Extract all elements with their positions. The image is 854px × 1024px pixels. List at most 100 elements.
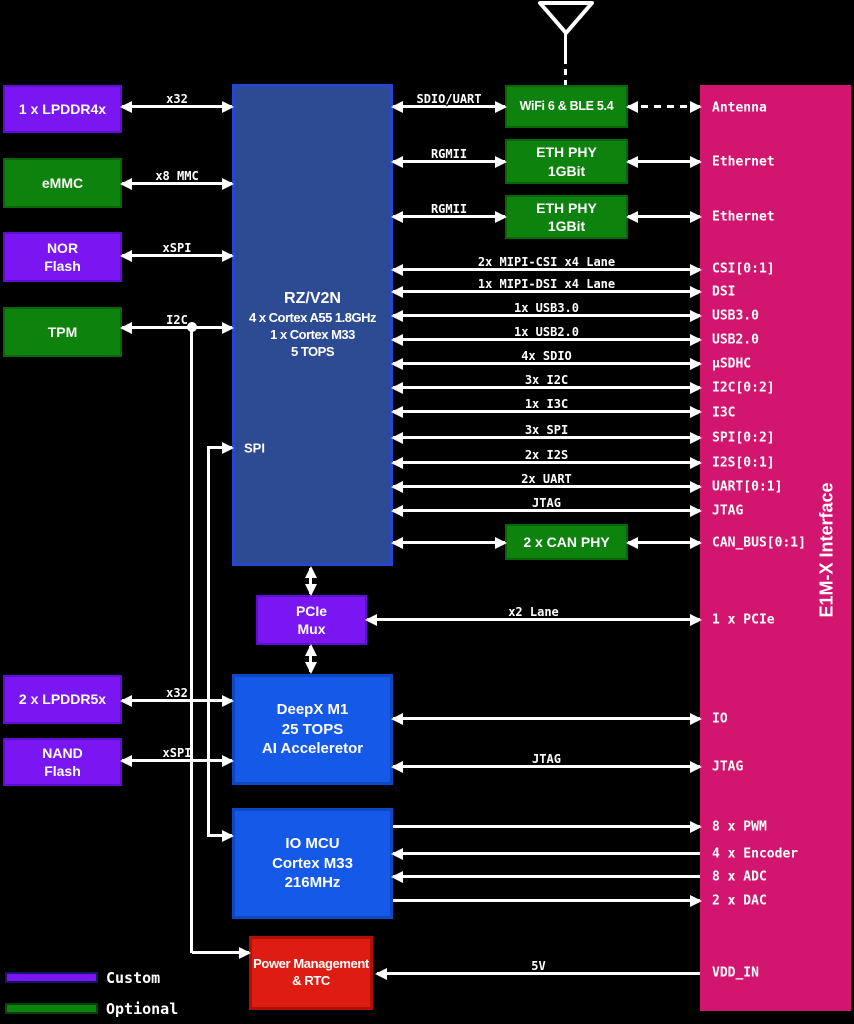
connector-sdio: 4x SDIO xyxy=(391,349,702,370)
e1mx-interface-bar xyxy=(700,85,851,1011)
block-label: 2 x LPDDR5x xyxy=(18,691,107,708)
connector-dac xyxy=(393,894,702,907)
port-pcie: 1 x PCIe xyxy=(712,612,775,628)
connector-label: 1x USB3.0 xyxy=(513,301,580,315)
port-antenna: Antenna xyxy=(712,100,767,116)
connector-label: 2x I2S xyxy=(524,448,569,462)
port-adc: 8 x ADC xyxy=(712,869,767,885)
port-usb2: USB2.0 xyxy=(712,332,759,348)
port-ethernet-2: Ethernet xyxy=(712,209,775,225)
port-i3c: I3C xyxy=(712,405,736,421)
block-label: PCIe xyxy=(295,602,328,619)
port-ethernet-1: Ethernet xyxy=(712,154,775,170)
connector-label: 4x SDIO xyxy=(521,349,572,363)
block-label: eMMC xyxy=(41,174,84,191)
connector-label: x8 MMC xyxy=(155,169,199,183)
connector-label: xSPI xyxy=(162,241,192,255)
connector-lpddr4x-x32: x32 xyxy=(120,92,234,113)
connector-emmc-x8mmc: x8 MMC xyxy=(120,169,234,190)
connector-rgmii-2: RGMII xyxy=(391,202,507,223)
port-spi: SPI[0:2] xyxy=(712,430,775,446)
block-wifi-ble: WiFi 6 & BLE 5.4 xyxy=(505,85,628,128)
connector-label: 3x SPI xyxy=(524,423,569,437)
connector-label: JTAG xyxy=(532,496,561,510)
connector-label: 5V xyxy=(531,959,546,973)
connector-label: JTAG xyxy=(532,752,561,766)
connector-eth2-bar xyxy=(626,210,702,223)
connector-label: x32 xyxy=(166,686,188,700)
connector-5v: 5V xyxy=(375,959,700,980)
port-can-bus: CAN_BUS[0:1] xyxy=(712,535,806,551)
block-label: ETH PHY xyxy=(536,144,597,161)
block-label: Mux xyxy=(297,621,326,637)
connector-spi-iomcu xyxy=(207,829,234,842)
block-label: Cortex M33 xyxy=(272,854,353,872)
connector-mipi-csi: 2x MIPI-CSI x4 Lane xyxy=(391,255,702,276)
block-label: DeepX M1 xyxy=(276,701,349,719)
block-label: 2 x CAN PHY xyxy=(523,533,610,550)
block-tpm: TPM xyxy=(3,307,122,357)
connector-label: 1x I3C xyxy=(524,397,569,411)
legend-optional-swatch xyxy=(5,1003,98,1014)
connector-soc-pciemux xyxy=(304,566,317,596)
port-usb3: USB3.0 xyxy=(712,308,759,324)
connector-soc-canphy xyxy=(391,536,507,549)
block-deepx-ai: DeepX M1 25 TOPS AI Acceleretor xyxy=(232,674,393,785)
port-usdhc: µSDHC xyxy=(712,356,752,372)
block-label: 216MHz xyxy=(284,874,341,892)
port-io: IO xyxy=(712,711,728,727)
block-soc-rzv2n: RZ/V2N 4 x Cortex A55 1.8GHz 1 x Cortex … xyxy=(232,84,393,566)
connector-label: 2x UART xyxy=(521,472,572,486)
block-label: Power Management xyxy=(253,956,369,972)
block-label: ETH PHY xyxy=(536,199,597,216)
block-label: Flash xyxy=(44,258,81,274)
port-i2c: I2C[0:2] xyxy=(712,380,775,396)
connector-tpm-i2c: I2C xyxy=(120,313,234,334)
connector-label: 1x MIPI-DSI x4 Lane xyxy=(477,277,616,291)
connector-label: 1x USB2.0 xyxy=(513,325,580,339)
connector-wifi-antenna xyxy=(626,100,702,113)
connector-label: RGMII xyxy=(430,147,468,161)
block-power-mgmt: Power Management & RTC xyxy=(249,936,373,1010)
connector-spi-soc xyxy=(207,441,234,454)
connector-uart: 2x UART xyxy=(391,472,702,493)
port-csi: CSI[0:1] xyxy=(712,261,775,277)
connector-pcie-x2lane: x2 Lane xyxy=(365,605,702,626)
connector-i3c: 1x I3C xyxy=(391,397,702,418)
block-eth-phy-2: ETH PHY 1GBit xyxy=(505,195,628,239)
soc-name: RZ/V2N xyxy=(284,290,341,308)
antenna-icon xyxy=(538,1,594,35)
port-jtag: JTAG xyxy=(712,503,744,519)
port-i2s: I2S[0:1] xyxy=(712,455,775,471)
soc-spec: 5 TOPS xyxy=(290,343,335,359)
connector-label: x32 xyxy=(166,92,188,106)
connector-deepx-jtag: JTAG xyxy=(391,752,702,773)
port-vdd-in: VDD_IN xyxy=(712,965,759,981)
connector-sdio-uart: SDIO/UART xyxy=(391,92,507,113)
spi-bus-vertical-line xyxy=(207,447,210,836)
legend-custom-swatch xyxy=(5,972,98,983)
block-label: WiFi 6 & BLE 5.4 xyxy=(519,99,614,114)
connector-usb2: 1x USB2.0 xyxy=(391,325,702,346)
block-nand-flash: NAND Flash xyxy=(3,738,122,786)
connector-adc xyxy=(391,870,700,883)
connector-label: x2 Lane xyxy=(508,605,559,619)
connector-usb3: 1x USB3.0 xyxy=(391,301,702,322)
block-lpddr5x: 2 x LPDDR5x xyxy=(3,675,122,724)
port-uart: UART[0:1] xyxy=(712,479,783,495)
connector-pwm xyxy=(393,820,702,833)
block-label: NAND xyxy=(42,744,83,761)
block-label: & RTC xyxy=(292,973,330,988)
port-pwm: 8 x PWM xyxy=(712,819,767,835)
interface-bar-title: E1M-X Interface xyxy=(816,482,837,618)
block-label: Flash xyxy=(44,763,81,779)
block-label: 25 TOPS xyxy=(281,720,344,738)
block-label: 1GBit xyxy=(547,218,586,234)
block-io-mcu: IO MCU Cortex M33 216MHz xyxy=(232,808,393,919)
connector-canphy-bar xyxy=(626,536,702,549)
legend-custom-label: Custom xyxy=(106,969,161,987)
connector-encoder xyxy=(391,847,700,860)
connector-label: I2C xyxy=(166,313,188,327)
block-label: NOR xyxy=(46,239,79,256)
